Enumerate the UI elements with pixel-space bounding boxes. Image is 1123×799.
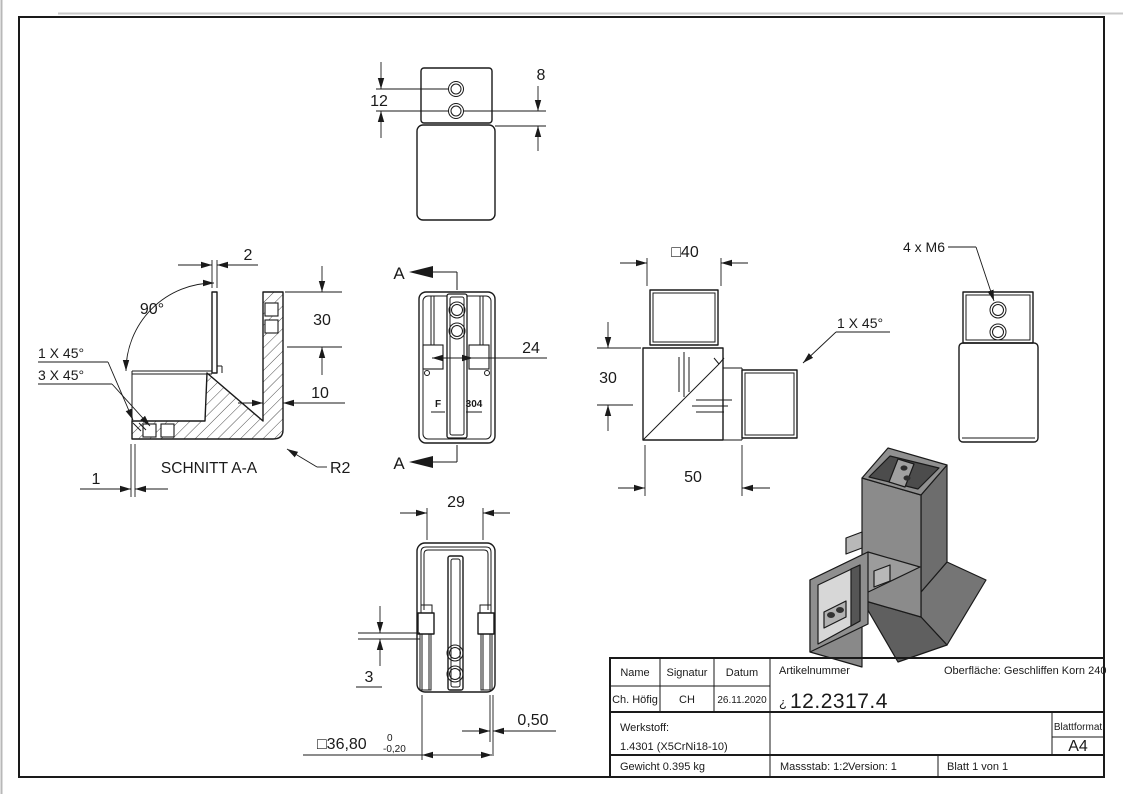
view-section-aa: 2 90° 30 10 1 X 45° 3 X 45° R2 1 bbox=[38, 247, 351, 497]
mark-304: 304 bbox=[466, 399, 483, 410]
dim-0-50: 0,50 bbox=[517, 712, 548, 729]
title-block: Name Signatur Datum Ch. Höfig CH 26.11.2… bbox=[609, 657, 1106, 778]
view-aa: F 304 A A 24 bbox=[393, 264, 547, 473]
view-back: 4 x M6 bbox=[903, 239, 1039, 443]
tb-version: Version: 1 bbox=[848, 761, 897, 773]
thread-note-4xm6: 4 x M6 bbox=[903, 239, 945, 255]
drawing-frame bbox=[18, 16, 1105, 778]
tb-blatt: Blatt 1 von 1 bbox=[947, 761, 1008, 773]
dim-square-36-80: □36,80 bbox=[317, 736, 367, 753]
top-view-dimensions: 12 8 bbox=[370, 62, 546, 151]
aa-dimensions: 24 bbox=[432, 340, 547, 362]
tb-signatur-value: CH bbox=[679, 694, 695, 706]
aa-outline: F 304 bbox=[418, 291, 496, 444]
dim-lip-1: 1 bbox=[92, 471, 101, 488]
dim-angle-90: 90° bbox=[140, 301, 164, 318]
view-top: 12 8 bbox=[370, 62, 546, 221]
tb-massstab: Massstab: 1:2 bbox=[780, 761, 848, 773]
tb-artikelnummer-label: Artikelnummer bbox=[779, 665, 850, 677]
back-annotations: 4 x M6 bbox=[903, 239, 995, 302]
dim-8: 8 bbox=[537, 67, 546, 84]
dim-square-40: □40 bbox=[671, 244, 699, 261]
iso-3d-view bbox=[809, 447, 987, 668]
tb-datum-label: Datum bbox=[726, 667, 758, 679]
tb-oberflaeche: Oberfläche: Geschliffen Korn 240 bbox=[944, 665, 1106, 677]
insert-dimensions: 29 3 0,50 □36,80 0 -0,20 bbox=[303, 494, 556, 760]
tb-werkstoff-value: 1.4301 (X5CrNi18-10) bbox=[620, 741, 728, 753]
dim-30: 30 bbox=[599, 370, 617, 387]
tolerance-upper: 0 bbox=[387, 733, 393, 744]
tb-gewicht: Gewicht 0.395 kg bbox=[620, 761, 705, 773]
chamfer-1x45-elbow: 1 X 45° bbox=[837, 315, 883, 331]
chamfer-1x45: 1 X 45° bbox=[38, 345, 84, 361]
dim-29: 29 bbox=[447, 494, 465, 511]
section-marker-a-top: A bbox=[393, 264, 405, 283]
radius-r2: R2 bbox=[330, 460, 351, 477]
section-marker-a-bottom: A bbox=[393, 454, 405, 473]
section-title: SCHNITT A-A bbox=[161, 460, 258, 477]
tb-blattformat-value: A4 bbox=[1068, 738, 1088, 755]
dim-3: 3 bbox=[365, 669, 374, 686]
dim-thickness-10: 10 bbox=[311, 385, 329, 402]
dim-depth-30: 30 bbox=[313, 312, 331, 329]
top-view-outline bbox=[416, 67, 496, 221]
tb-werkstoff-label: Werkstoff: bbox=[620, 722, 669, 734]
dim-wall-2: 2 bbox=[244, 247, 253, 264]
tolerance-lower: -0,20 bbox=[383, 744, 406, 755]
elbow-outline bbox=[642, 289, 798, 441]
tb-name-value: Ch. Höfig bbox=[612, 694, 658, 706]
dim-24: 24 bbox=[522, 340, 540, 357]
tb-name-label: Name bbox=[620, 667, 649, 679]
dim-12: 12 bbox=[370, 93, 388, 110]
section-dimensions: 2 90° 30 10 1 X 45° 3 X 45° R2 1 bbox=[38, 247, 351, 497]
tb-artikelnummer-value: 12.2317.4 bbox=[790, 690, 888, 713]
mark-f: F bbox=[435, 399, 441, 410]
aa-section-markers: A A bbox=[393, 264, 458, 473]
tb-datum-value: 26.11.2020 bbox=[717, 695, 767, 706]
tb-signatur-label: Signatur bbox=[667, 667, 708, 679]
view-elbow: □40 30 50 1 X 45° bbox=[597, 244, 890, 496]
elbow-dimensions: □40 30 50 1 X 45° bbox=[597, 244, 890, 496]
view-insert-end: 29 3 0,50 □36,80 0 -0,20 bbox=[303, 494, 556, 760]
dim-50: 50 bbox=[684, 469, 702, 486]
insert-outline bbox=[416, 542, 496, 693]
chamfer-3x45: 3 X 45° bbox=[38, 367, 84, 383]
tb-artikelnummer-prefix: ¿ bbox=[779, 695, 787, 710]
back-outline bbox=[958, 291, 1039, 443]
tb-blattformat-label: Blattformat bbox=[1054, 722, 1103, 733]
